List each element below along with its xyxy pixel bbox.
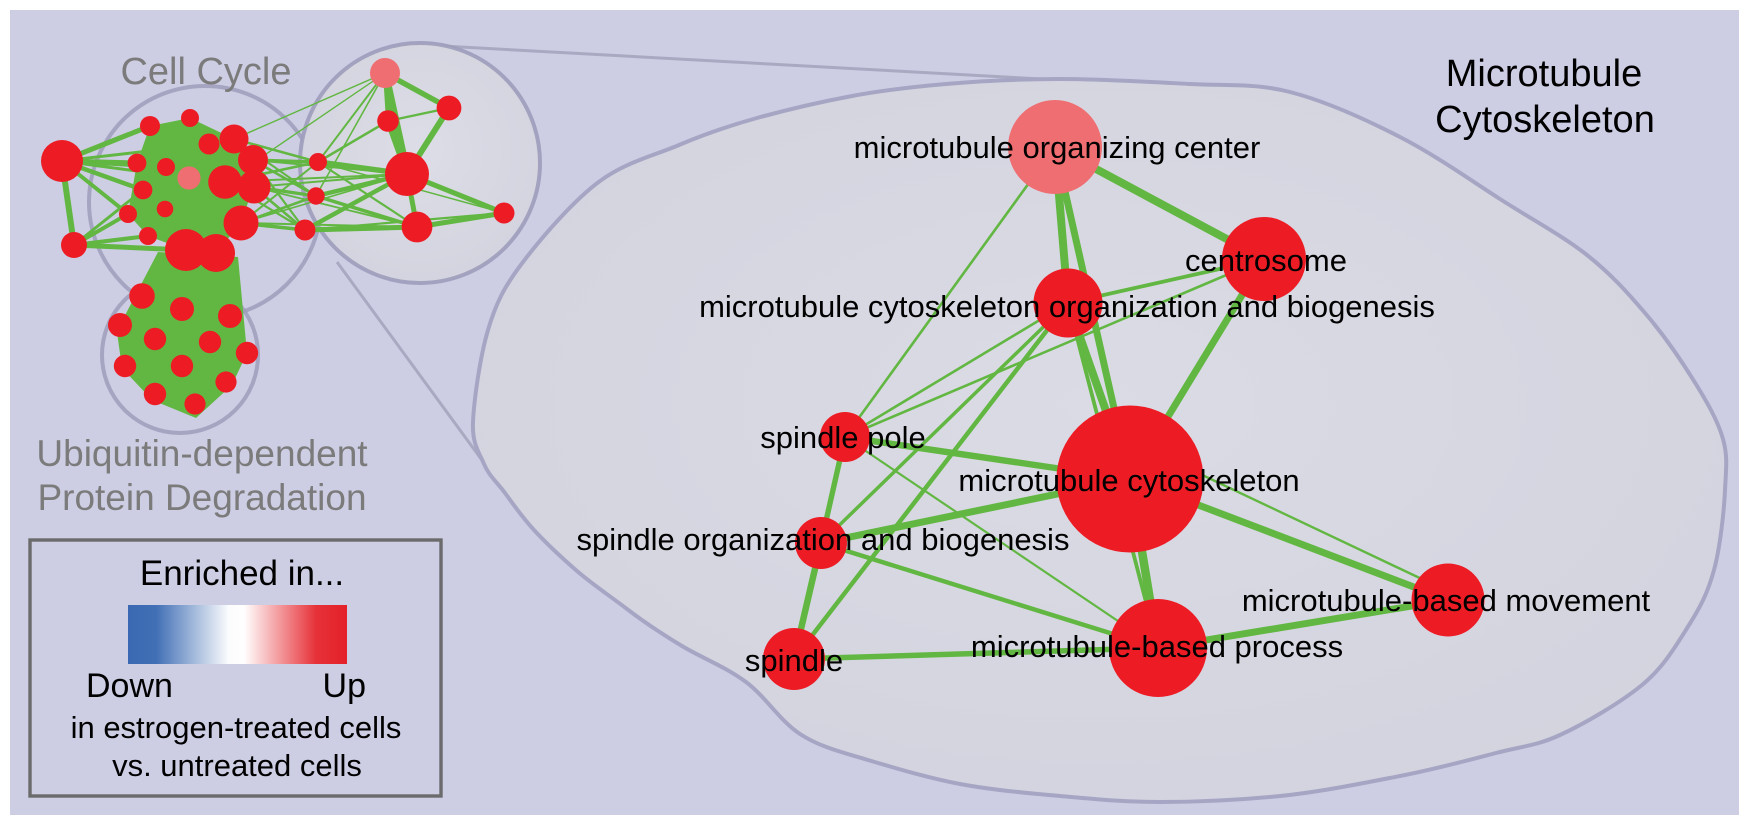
svg-text:Protein Degradation: Protein Degradation [37, 477, 366, 518]
svg-text:Enriched in...: Enriched in... [140, 554, 344, 593]
svg-text:spindle pole: spindle pole [760, 420, 925, 455]
svg-text:Ubiquitin-dependent: Ubiquitin-dependent [36, 433, 368, 474]
svg-text:spindle: spindle [745, 643, 843, 678]
svg-text:microtubule-based process: microtubule-based process [971, 629, 1343, 664]
svg-text:microtubule-based movement: microtubule-based movement [1242, 583, 1651, 618]
svg-text:spindle organization and bioge: spindle organization and biogenesis [577, 522, 1070, 557]
svg-text:in estrogen-treated cells: in estrogen-treated cells [71, 710, 402, 745]
svg-text:Cell Cycle: Cell Cycle [120, 51, 291, 93]
svg-text:microtubule organizing center: microtubule organizing center [854, 130, 1261, 165]
svg-text:centrosome: centrosome [1185, 243, 1347, 278]
svg-text:Cytoskeleton: Cytoskeleton [1435, 99, 1655, 141]
svg-text:microtubule cytoskeleton: microtubule cytoskeleton [958, 463, 1299, 498]
svg-text:Down: Down [86, 667, 173, 705]
svg-text:vs. untreated cells: vs. untreated cells [112, 748, 362, 783]
svg-text:Up: Up [323, 667, 366, 705]
svg-text:Microtubule: Microtubule [1446, 53, 1642, 95]
svg-text:microtubule cytoskeleton organ: microtubule cytoskeleton organization an… [699, 289, 1435, 324]
